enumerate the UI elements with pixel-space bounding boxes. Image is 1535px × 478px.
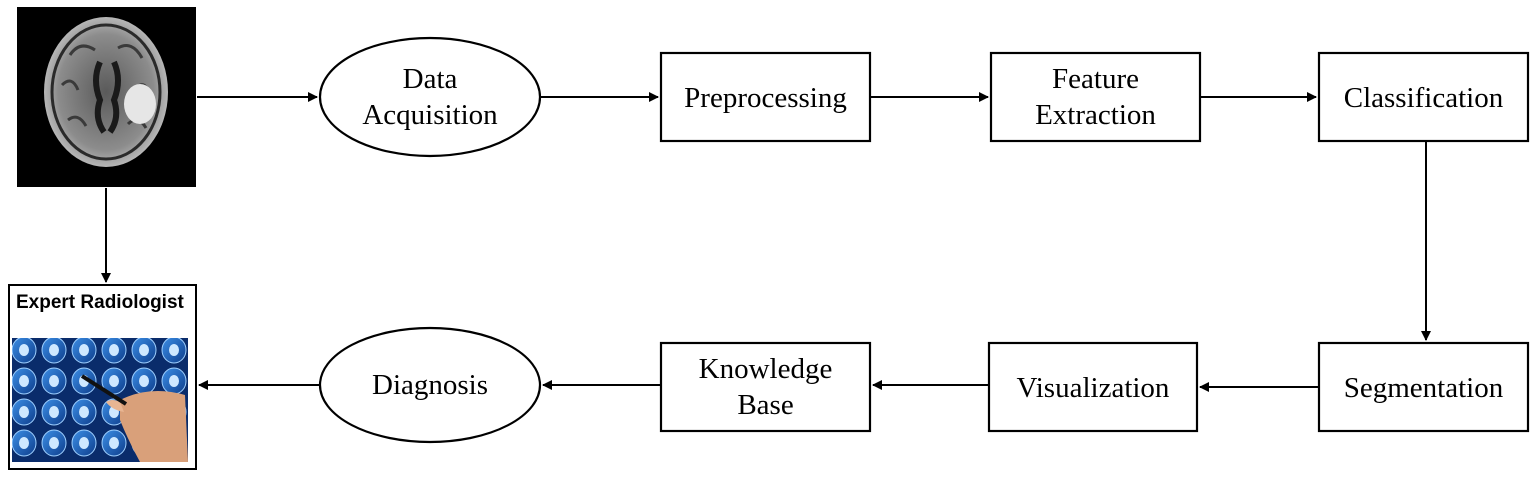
node-segmentation: Segmentation (1317, 341, 1530, 433)
node-classification: Classification (1317, 51, 1530, 143)
scan-tile-center (19, 406, 29, 418)
scan-tile-center (169, 375, 179, 387)
expert-title: Expert Radiologist (16, 292, 185, 313)
edges (101, 92, 1431, 392)
scan-tile-center (49, 406, 59, 418)
radiologist-reviewing-scans-icon (12, 338, 188, 462)
node-diagnosis: Diagnosis (318, 326, 542, 444)
scan-tile-center (79, 344, 89, 356)
scan-tile-center (19, 344, 29, 356)
segmentation-label: Segmentation (1344, 372, 1504, 404)
scan-tile-center (169, 344, 179, 356)
scan-tile-center (19, 437, 29, 449)
data-acquisition-label-line1: Data (403, 63, 458, 95)
brain-mri-scan-icon (44, 17, 168, 167)
node-feature-extraction: Feature Extraction (989, 51, 1202, 143)
data-acquisition-label-line2: Acquisition (362, 99, 498, 131)
node-preprocessing: Preprocessing (659, 51, 872, 143)
visualization-label: Visualization (1017, 372, 1170, 404)
scan-tile-center (139, 375, 149, 387)
node-knowledge-base: Knowledge Base (659, 341, 872, 433)
feature-extraction-label-line1: Feature (1052, 63, 1139, 95)
preprocessing-label: Preprocessing (684, 82, 847, 114)
mri-input-image (17, 7, 196, 187)
scan-tile-center (109, 437, 119, 449)
classification-label: Classification (1344, 82, 1504, 114)
feature-extraction-label-line2: Extraction (1035, 99, 1156, 131)
diagnosis-label: Diagnosis (372, 369, 488, 401)
scan-tile-center (19, 375, 29, 387)
scan-tile-center (139, 344, 149, 356)
scan-tile-center (49, 437, 59, 449)
node-data-acquisition: Data Acquisition (318, 36, 542, 158)
scan-tile-center (49, 344, 59, 356)
scan-tile-center (79, 406, 89, 418)
scan-tile-center (109, 375, 119, 387)
node-visualization: Visualization (987, 341, 1199, 433)
scan-tile-center (49, 375, 59, 387)
scan-tile-center (109, 344, 119, 356)
knowledge-base-label-line2: Base (737, 389, 793, 421)
knowledge-base-label-line1: Knowledge (699, 353, 833, 385)
expert-radiologist-panel: Expert Radiologist (8, 284, 197, 470)
scan-tile-center (79, 437, 89, 449)
